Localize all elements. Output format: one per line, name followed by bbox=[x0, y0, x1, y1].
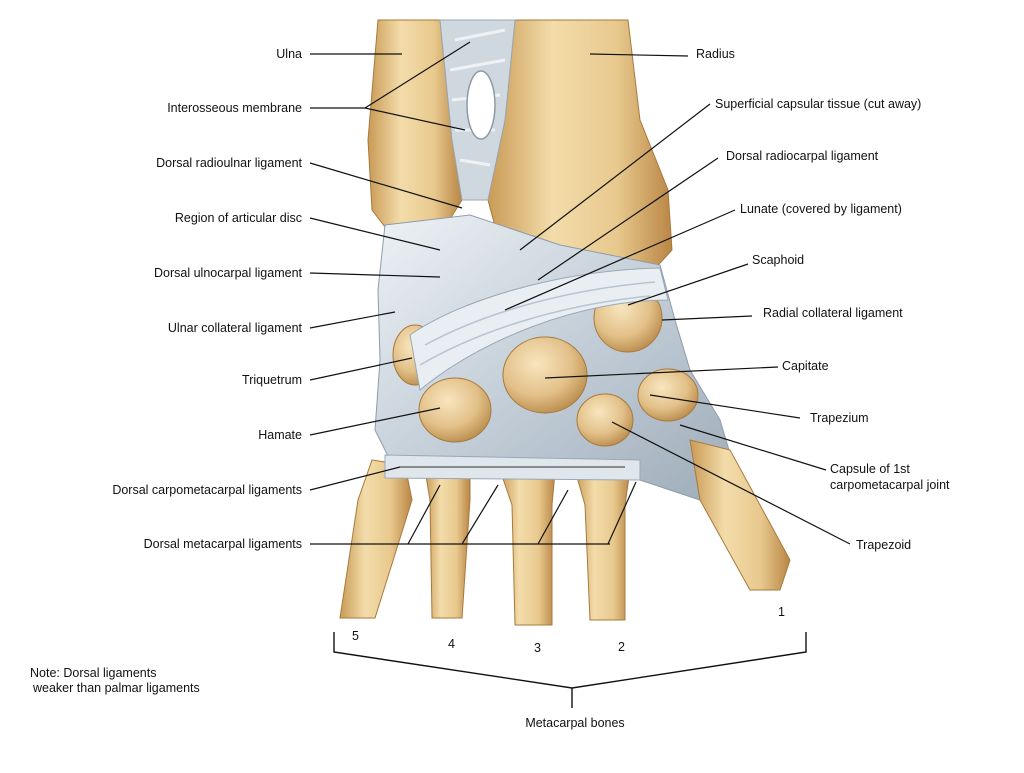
label-dorsal-metacarpal-ligaments: Dorsal metacarpal ligaments bbox=[144, 537, 302, 551]
trapezium-bone bbox=[637, 368, 699, 422]
metacarpal-2 bbox=[574, 469, 631, 621]
note-line-1: Note: Dorsal ligaments bbox=[30, 666, 157, 680]
label-ulna: Ulna bbox=[276, 47, 302, 61]
metacarpal-1 bbox=[689, 439, 791, 591]
metacarpal-number-1: 1 bbox=[778, 605, 785, 619]
metacarpal-5 bbox=[339, 459, 413, 619]
metacarpal-numbers: 5 4 3 2 1 bbox=[352, 605, 785, 655]
label-ulnar-collateral-ligament: Ulnar collateral ligament bbox=[168, 321, 303, 335]
metacarpal-bracket bbox=[333, 632, 807, 708]
metacarpal-number-5: 5 bbox=[352, 629, 359, 643]
label-capsule-1st-line1: Capsule of 1st bbox=[830, 462, 910, 476]
metacarpal-number-2: 2 bbox=[618, 640, 625, 654]
hamate-bone bbox=[418, 377, 492, 443]
label-metacarpal-bones: Metacarpal bones bbox=[525, 716, 624, 730]
left-labels: Ulna Interosseous membrane Dorsal radiou… bbox=[112, 47, 302, 551]
label-triquetrum: Triquetrum bbox=[242, 373, 302, 387]
label-trapezium: Trapezium bbox=[810, 411, 869, 425]
metacarpal-number-3: 3 bbox=[534, 641, 541, 655]
carpometacarpal-ligament-strips bbox=[384, 454, 641, 481]
label-lunate: Lunate (covered by ligament) bbox=[740, 202, 902, 216]
metacarpal-3 bbox=[499, 469, 556, 626]
trapezoid-bone bbox=[576, 393, 634, 447]
right-labels: Radius Superficial capsular tissue (cut … bbox=[696, 47, 950, 552]
label-trapezoid: Trapezoid bbox=[856, 538, 911, 552]
metacarpal-number-4: 4 bbox=[448, 637, 455, 651]
label-capsule-1st-line2: carpometacarpal joint bbox=[830, 478, 950, 492]
label-superficial-capsular-tissue: Superficial capsular tissue (cut away) bbox=[715, 97, 921, 111]
note-text: Note: Dorsal ligaments weaker than palma… bbox=[30, 666, 270, 696]
label-dorsal-radioulnar-ligament: Dorsal radioulnar ligament bbox=[156, 156, 302, 170]
label-hamate: Hamate bbox=[258, 428, 302, 442]
label-radius: Radius bbox=[696, 47, 735, 61]
label-dorsal-carpometacarpal-ligaments: Dorsal carpometacarpal ligaments bbox=[112, 483, 302, 497]
capitate-bone bbox=[502, 336, 588, 414]
note-line-2: weaker than palmar ligaments bbox=[33, 681, 200, 695]
label-dorsal-ulnocarpal-ligament: Dorsal ulnocarpal ligament bbox=[154, 266, 303, 280]
label-interosseous-membrane: Interosseous membrane bbox=[167, 101, 302, 115]
label-scaphoid: Scaphoid bbox=[752, 253, 804, 267]
membrane-opening bbox=[466, 70, 496, 140]
label-dorsal-radiocarpal-ligament: Dorsal radiocarpal ligament bbox=[726, 149, 879, 163]
interosseous-membrane bbox=[439, 19, 516, 201]
label-radial-collateral-ligament: Radial collateral ligament bbox=[763, 306, 903, 320]
label-capitate: Capitate bbox=[782, 359, 829, 373]
dorsal-radiocarpal-ligament-band bbox=[409, 267, 669, 391]
label-region-articular-disc: Region of articular disc bbox=[175, 211, 302, 225]
leader-lines bbox=[309, 41, 851, 545]
